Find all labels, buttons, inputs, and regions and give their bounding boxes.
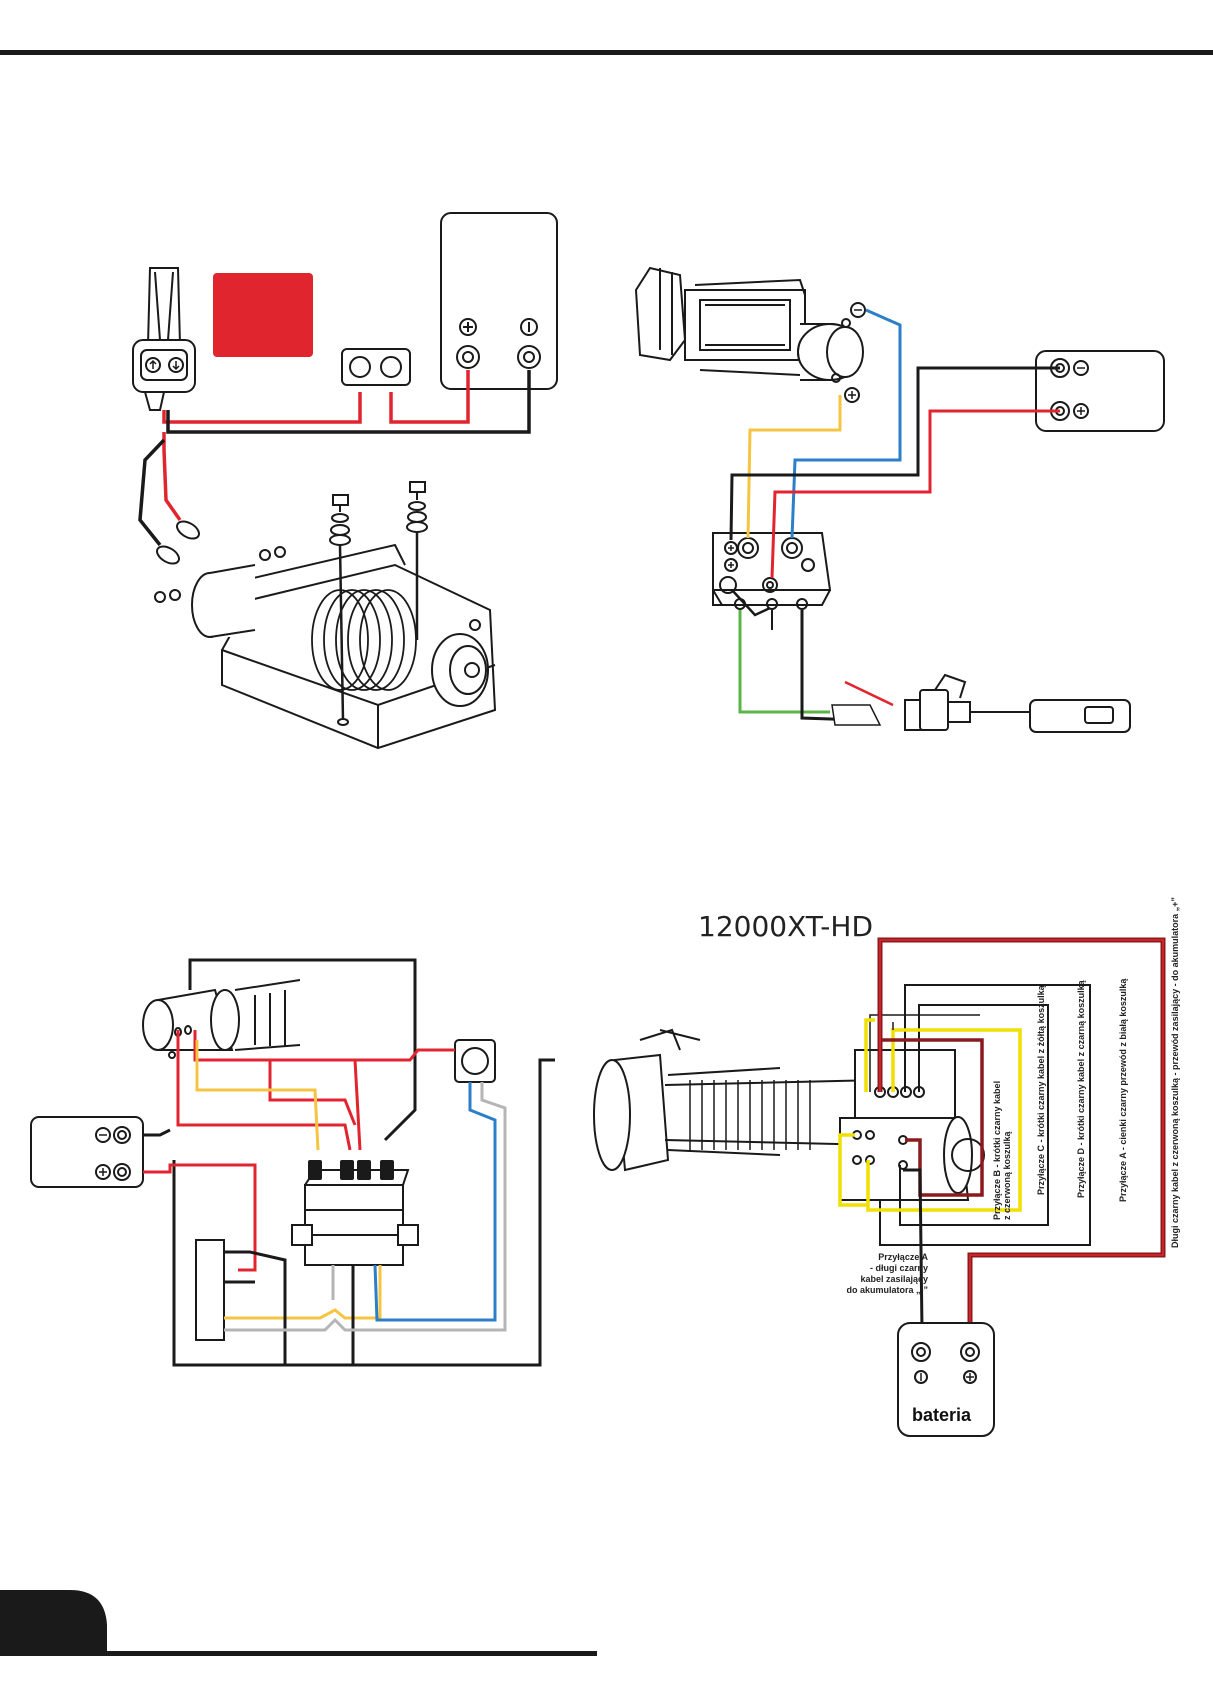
diagram-2 bbox=[634, 266, 1165, 733]
down-arrow-icon bbox=[168, 357, 184, 373]
connection-d-loop bbox=[899, 1004, 1049, 1226]
yellow-wire-3 bbox=[195, 1040, 320, 1151]
winch-1 bbox=[221, 563, 497, 750]
page-tab bbox=[0, 1590, 107, 1655]
switch-box bbox=[454, 1039, 496, 1083]
label-connection-a-thin: Przyłącze A - cienki czarny przewód z bi… bbox=[1118, 978, 1128, 1202]
red-wire-2 bbox=[770, 409, 1060, 579]
controller-strip bbox=[195, 1239, 225, 1341]
diagram-1 bbox=[132, 212, 558, 750]
connector-block bbox=[341, 348, 411, 386]
diagram-4 bbox=[593, 937, 1166, 1437]
connection-a-loop bbox=[879, 984, 1091, 1246]
plus-terminal-icon bbox=[963, 1370, 977, 1384]
green-wire bbox=[738, 610, 830, 714]
label-connection-d: Przyłącze D - krótki czarny kabel z czar… bbox=[1076, 980, 1086, 1198]
winch-3-motor bbox=[142, 999, 174, 1051]
plus-terminal-icon bbox=[459, 318, 477, 336]
model-title: 12000XT-HD bbox=[698, 910, 874, 943]
gray-wire-3 bbox=[224, 1082, 507, 1332]
red-marker bbox=[213, 273, 313, 357]
red-wire bbox=[162, 370, 470, 424]
minus-terminal-icon bbox=[914, 1370, 928, 1384]
battery-1 bbox=[440, 212, 558, 390]
battery-label: bateria bbox=[912, 1405, 972, 1425]
bottom-rule bbox=[0, 1651, 597, 1656]
black-wire-2 bbox=[729, 366, 1060, 541]
blue-wire-3 bbox=[373, 1082, 497, 1322]
black-wire bbox=[166, 370, 531, 434]
top-rule bbox=[0, 50, 1213, 55]
minus-terminal-icon bbox=[520, 318, 538, 336]
red-wire-3 bbox=[143, 1163, 257, 1272]
battery-4 bbox=[897, 1322, 995, 1437]
label-connection-b-line1: Przyłącze B - krótki czarny kabel bbox=[992, 1080, 1002, 1220]
callout-connection-a: Przyłącze A - długi czarny kabel zasilaj… bbox=[836, 1252, 928, 1296]
remote-control bbox=[146, 267, 182, 346]
blue-wire bbox=[790, 308, 902, 539]
label-connection-b: Przyłącze B - krótki czarny kabel z czer… bbox=[992, 1081, 1012, 1220]
label-connection-b-line2: z czerwoną koszulką bbox=[1002, 1131, 1012, 1220]
callout-line4: do akumulatora „-” bbox=[846, 1285, 928, 1295]
diagram-3 bbox=[30, 958, 555, 1367]
callout-line3: kabel zasilający bbox=[860, 1274, 928, 1284]
callout-line1: Przyłącze A bbox=[878, 1252, 928, 1262]
callout-line2: - długi czarny bbox=[869, 1263, 928, 1273]
label-long-cable: Długi czarny kabel z czerwoną koszulką -… bbox=[1170, 897, 1180, 1248]
label-connection-c: Przyłącze C - krótki czarny kabel z żółt… bbox=[1036, 985, 1046, 1195]
up-arrow-icon bbox=[145, 357, 161, 373]
remote-2 bbox=[1029, 699, 1131, 733]
solenoid-block bbox=[304, 1184, 404, 1266]
yellow-wire bbox=[746, 395, 842, 539]
